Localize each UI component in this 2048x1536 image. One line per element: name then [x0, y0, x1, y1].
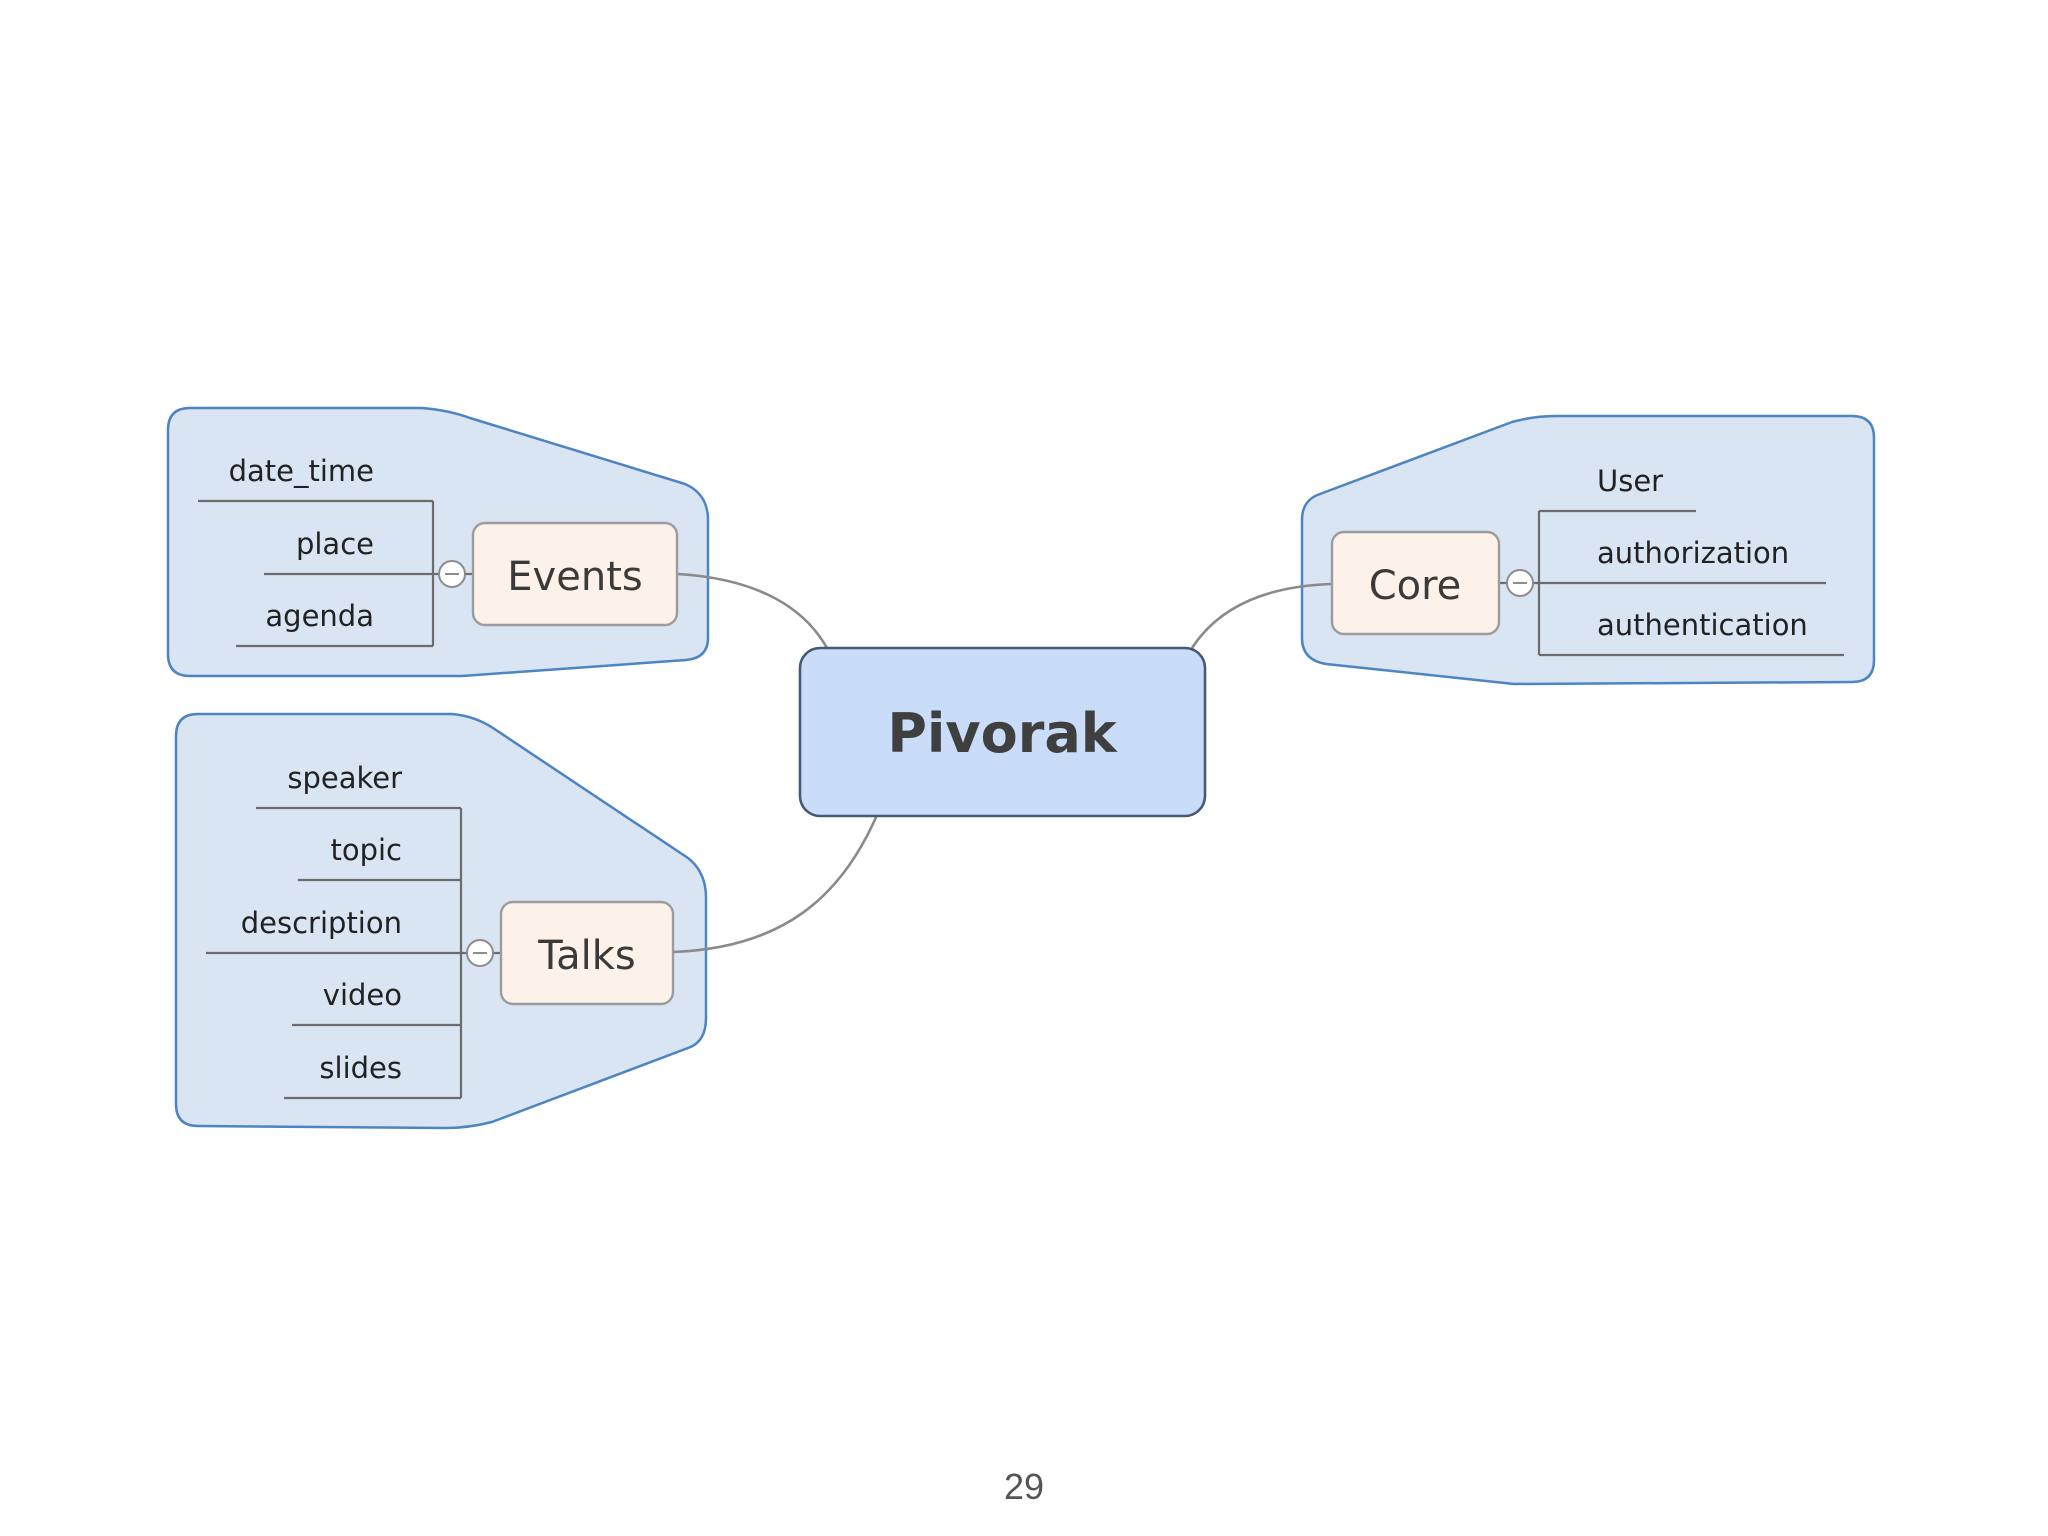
branch-node-label: Events	[507, 554, 642, 600]
branch-node-talks[interactable]: Talks	[499, 900, 675, 1006]
connector-events	[677, 572, 829, 649]
root-node-box[interactable]	[798, 646, 1207, 818]
leaf-node-label[interactable]: User	[1597, 464, 1663, 498]
leaf-node-label[interactable]: place	[296, 527, 374, 561]
leaf-node-label[interactable]: date_time	[229, 454, 374, 488]
branch-node-box[interactable]	[471, 521, 679, 627]
connector-talks	[672, 814, 879, 954]
leaf-node-label[interactable]: agenda	[265, 599, 374, 633]
core-leaf-tree	[1499, 509, 1844, 657]
leaf-node-label[interactable]: slides	[319, 1051, 402, 1085]
branch-node-box[interactable]	[1330, 530, 1501, 636]
leaf-node-label[interactable]: description	[241, 906, 402, 940]
branch-node-core[interactable]: Core	[1330, 530, 1501, 636]
leaf-node-label[interactable]: authorization	[1597, 536, 1789, 570]
branch-node-events[interactable]: Events	[471, 521, 679, 627]
events-collapse-toggle[interactable]	[438, 560, 466, 588]
leaf-node-label[interactable]: video	[323, 978, 402, 1012]
root-node-label: Pivorak	[887, 702, 1117, 765]
branch-node-label: Talks	[537, 933, 635, 979]
leaf-node-label[interactable]: authentication	[1597, 608, 1808, 642]
core-collapse-toggle[interactable]	[1506, 569, 1534, 597]
branch-node-box[interactable]	[499, 900, 675, 1006]
talks-leaf-tree	[206, 806, 501, 1100]
leaf-node-label[interactable]: speaker	[287, 761, 402, 795]
root-node[interactable]: Pivorak	[798, 646, 1207, 818]
connector-core	[1190, 582, 1333, 649]
leaf-node-label[interactable]: topic	[330, 833, 402, 867]
events-leaf-tree	[198, 499, 473, 648]
branch-node-label: Core	[1369, 563, 1462, 609]
page-number: 29	[1003, 1466, 1045, 1507]
talks-collapse-toggle[interactable]	[466, 939, 494, 967]
